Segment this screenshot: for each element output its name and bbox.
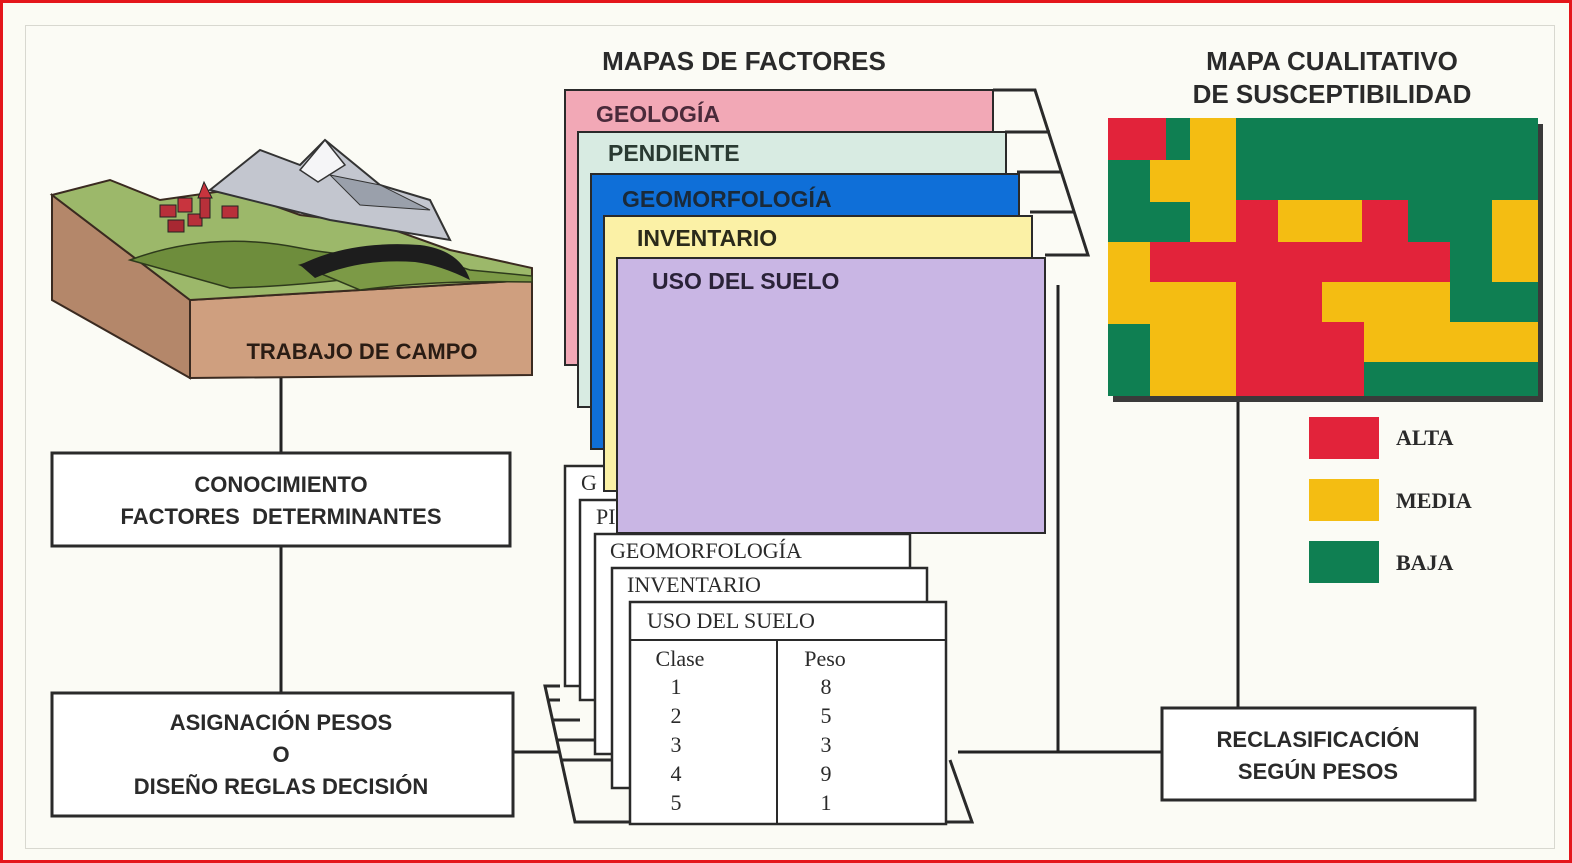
knowledge-line-2: FACTORES DETERMINANTES — [120, 504, 441, 529]
table-cell-peso: 5 — [821, 703, 832, 728]
susceptibility-cell — [1492, 200, 1538, 282]
table-cell-clase: 2 — [671, 703, 682, 728]
susceptibility-cell — [1108, 324, 1150, 396]
legend-label-media: MEDIA — [1396, 488, 1472, 513]
knowledge-box: CONOCIMIENTO FACTORES DETERMINANTES — [50, 451, 512, 548]
hidden-sheet-label-1: G — [581, 470, 597, 495]
legend-item-alta: ALTA — [1309, 417, 1454, 459]
legend-label-alta: ALTA — [1396, 425, 1454, 450]
sheet-label-geomorfologia: GEOMORFOLOGÍA — [610, 538, 802, 563]
legend-swatch-baja — [1309, 541, 1379, 583]
legend-swatch-media — [1309, 479, 1379, 521]
map-label-uso-del-suelo: USO DEL SUELO — [652, 268, 839, 294]
susceptibility-cell — [1278, 200, 1362, 242]
legend-label-baja: BAJA — [1396, 550, 1454, 575]
knowledge-line-1: CONOCIMIENTO — [194, 472, 367, 497]
susceptibility-cell — [1406, 282, 1450, 322]
table-header-peso: Peso — [804, 646, 846, 671]
sheet-label-uso-del-suelo: USO DEL SUELO — [647, 608, 815, 633]
susceptibility-cell — [1364, 322, 1538, 362]
reclassification-box: RECLASIFICACIÓN SEGÚN PESOS — [1160, 706, 1477, 802]
susceptibility-cell — [1322, 282, 1406, 322]
village-icon — [159, 180, 239, 233]
susceptibility-cell — [1150, 282, 1236, 396]
legend-item-media: MEDIA — [1309, 479, 1472, 521]
weights-table-body: 1 8 2 5 3 3 4 9 5 1 — [671, 674, 832, 815]
susceptibility-cell — [1322, 322, 1364, 396]
susceptibility-cell — [1236, 282, 1322, 396]
susceptibility-cell — [1108, 242, 1150, 324]
table-cell-clase: 5 — [671, 790, 682, 815]
field-work-block: TRABAJO DE CAMPO — [49, 138, 533, 380]
susceptibility-cell — [1150, 160, 1192, 202]
map-sheet-uso-del-suelo: USO DEL SUELO — [616, 257, 1046, 534]
map-label-inventario: INVENTARIO — [637, 225, 777, 251]
susceptibility-cell — [1362, 200, 1408, 242]
reclass-line-1: RECLASIFICACIÓN — [1217, 727, 1420, 752]
weights-line-2: O — [272, 742, 289, 767]
field-work-label: TRABAJO DE CAMPO — [246, 339, 477, 364]
legend-item-baja: BAJA — [1309, 541, 1454, 583]
susceptibility-map — [1108, 118, 1543, 402]
susceptibility-cell — [1408, 362, 1538, 396]
susceptibility-title-line-1: MAPA CUALITATIVO — [1206, 46, 1458, 76]
factor-map-stack: GEOLOGÍA PENDIENTE GEOMORFOLOGÍA INVENTA… — [564, 88, 1091, 534]
table-cell-clase: 4 — [671, 761, 682, 786]
map-label-pendiente: PENDIENTE — [608, 140, 740, 166]
reclass-line-2: SEGÚN PESOS — [1238, 759, 1398, 784]
table-cell-peso: 3 — [821, 732, 832, 757]
susceptibility-cell — [1236, 200, 1278, 242]
table-cell-peso: 9 — [821, 761, 832, 786]
map-label-geomorfologia: GEOMORFOLOGÍA — [622, 185, 832, 212]
map-label-geologia: GEOLOGÍA — [596, 100, 720, 127]
weights-line-3: DISEÑO REGLAS DECISIÓN — [134, 774, 429, 799]
factor-maps-title: MAPAS DE FACTORES — [602, 46, 886, 76]
weights-box: ASIGNACIÓN PESOS O DISEÑO REGLAS DECISIÓ… — [50, 691, 515, 818]
table-cell-peso: 8 — [821, 674, 832, 699]
susceptibility-cell — [1108, 118, 1166, 160]
susceptibility-cell — [1190, 118, 1236, 242]
susceptibility-title-line-2: DE SUSCEPTIBILIDAD — [1193, 79, 1472, 109]
legend: ALTA MEDIA BAJA — [1309, 417, 1472, 583]
weights-line-1: ASIGNACIÓN PESOS — [170, 710, 392, 735]
table-cell-peso: 1 — [821, 790, 832, 815]
hidden-sheet-label-2: PI — [596, 504, 616, 529]
connector-lines — [279, 285, 1240, 754]
susceptibility-cell — [1150, 242, 1450, 282]
table-cell-clase: 3 — [671, 732, 682, 757]
weights-table-sheet: USO DEL SUELO Clase Peso 1 8 2 5 3 3 4 9… — [628, 600, 948, 826]
table-cell-clase: 1 — [671, 674, 682, 699]
table-header-clase: Clase — [656, 646, 705, 671]
legend-swatch-alta — [1309, 417, 1379, 459]
sheet-label-inventario: INVENTARIO — [627, 572, 761, 597]
